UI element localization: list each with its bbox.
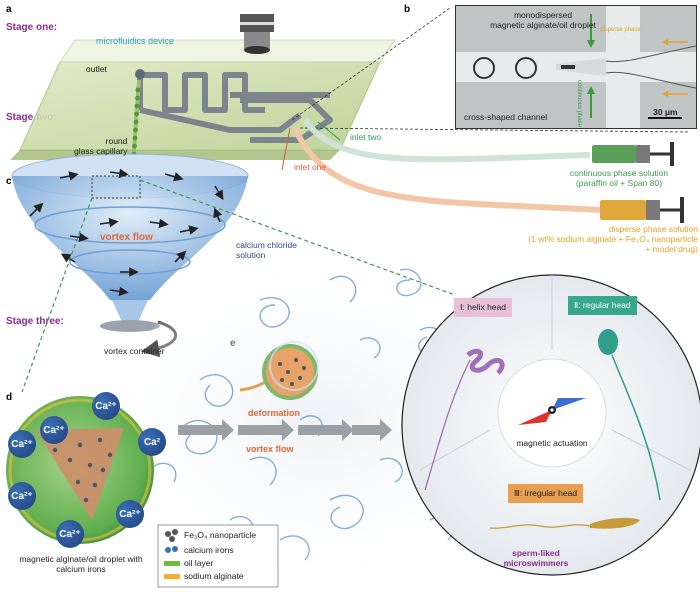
sperm-label-line2: microswimmers (503, 558, 569, 568)
disperse-solution-line1: disperse phase solution (608, 224, 698, 234)
regular-head-label: regular head (582, 300, 631, 310)
deformation-label: deformation (248, 408, 301, 418)
disperse-solution-line3: + model drug) (645, 244, 698, 254)
scale-bar-label: 30 μm (653, 107, 678, 117)
legend-oil: oil layer (184, 558, 214, 568)
legend-alginate: sodium alginate (184, 571, 244, 581)
vortex-flow-label: vortex flow (100, 232, 153, 243)
ca-ion-1: Ca²⁺ (92, 392, 120, 420)
legend-fe: Fe₃O₄ nanoparticle (184, 530, 257, 540)
continuous-syringe (592, 142, 674, 166)
ca-ion-5: Ca² (138, 428, 166, 456)
irregular-head-label: irregular head (524, 488, 578, 498)
ca-ion-4: Ca²⁺ (8, 482, 36, 510)
ca-ion-2: Ca²⁺ (8, 430, 36, 458)
ca-ion-6: Ca²⁺ (116, 500, 144, 528)
stage-two-label: Stage two: (6, 112, 57, 123)
droplet-caption-line2: calcium irons (56, 564, 106, 574)
disperse-solution-line2: (1 wt% sodium alginate + Fe₃O₄ nanoparti… (528, 234, 698, 244)
vortex (11, 153, 249, 358)
capillary-label-line2: glass capillary (74, 146, 128, 156)
calcium-solution-line1: calcium chloride (236, 240, 297, 250)
outlet-label: outlet (86, 64, 107, 74)
calcium-solution-line2: solution (236, 250, 266, 260)
microfluidic-chip (10, 39, 396, 160)
magnetic-actuation-label: magnetic actuation (516, 438, 588, 448)
panel-d-label: d (6, 392, 13, 403)
inlet-one-label: inlet one (294, 162, 327, 172)
legend-ca: calcium irons (184, 545, 234, 555)
continuous-solution-line1: continuous phase solution (569, 168, 669, 178)
sperm-label-line1: sperm-liked (512, 548, 560, 558)
process-vortex-flow-label: vortex flow (246, 444, 294, 454)
channel-label: cross-shaped channel (464, 112, 548, 122)
legend-symbols (157, 524, 279, 588)
droplet-caption-line1: magnetic alginate/oil droplet with (19, 554, 143, 564)
helix-head-tag: Ⅰ: helix head (454, 298, 512, 317)
ca-ion-7: Ca²⁺ (56, 520, 84, 548)
microfluidics-device-label: microfluidics device (96, 36, 175, 46)
micrograph-panel (455, 5, 697, 129)
stage-one-label: Stage one: (6, 22, 58, 33)
inlet-two-label: inlet two (350, 132, 382, 142)
stage-three-label: Stage three: (6, 316, 64, 327)
microscope-objective (240, 14, 274, 54)
panel-c-label: c (6, 176, 12, 187)
vortex-container-label: vortex container (104, 346, 165, 356)
irregular-head-tag: Ⅲ: irregular head (508, 484, 584, 503)
panel-b-label: b (404, 4, 411, 15)
regular-head-tag: Ⅱ: regular head (568, 296, 637, 315)
helix-head-label: helix head (467, 302, 506, 312)
disperse-phase-micro-label: disperse phase (600, 27, 641, 33)
continuous-phase-micro-label: continuous phase (576, 80, 582, 128)
panel-a-label: a (6, 4, 12, 15)
ca-ion-3: Ca²⁺ (40, 416, 68, 444)
capillary-label-line1: round (105, 136, 128, 146)
swimmer-panel (401, 274, 700, 576)
process-arrows (178, 419, 392, 441)
tubing (281, 118, 601, 213)
disperse-syringe (600, 197, 684, 223)
deforming-droplet (239, 341, 319, 400)
droplet-label-line1: monodispersed (513, 10, 573, 20)
micrograph-svg (456, 6, 697, 128)
droplet-label-line2: magnetic alginate/oil droplet (490, 20, 596, 30)
continuous-solution-line2: (paraffin oil + Span 80) (575, 178, 663, 188)
